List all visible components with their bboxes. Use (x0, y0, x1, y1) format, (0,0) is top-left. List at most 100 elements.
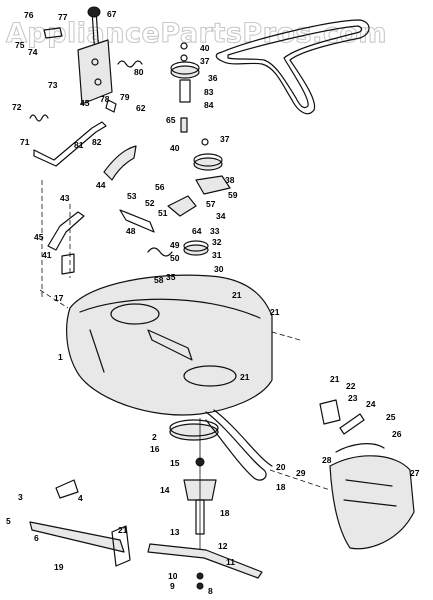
watermark-text: AppliancePartsPros.com (6, 18, 387, 49)
belt-loop-icon (215, 19, 370, 115)
callout-80: 80 (134, 67, 144, 77)
callout-21-e: 21 (118, 525, 128, 535)
callout-22: 22 (346, 381, 356, 391)
callout-31: 31 (212, 250, 222, 260)
callout-9: 9 (170, 581, 175, 591)
callout-73: 73 (48, 80, 58, 90)
callout-40-b: 40 (170, 143, 180, 153)
callout-43: 43 (60, 193, 70, 203)
callout-16: 16 (150, 444, 160, 454)
callout-labels: 76 77 67 75 74 40 37 80 36 73 83 79 78 6… (6, 9, 420, 596)
callout-37: 37 (200, 56, 210, 66)
callout-12: 12 (218, 541, 228, 551)
callout-50: 50 (170, 253, 180, 263)
callout-5: 5 (6, 516, 11, 526)
callout-21-b: 21 (270, 307, 280, 317)
callout-15: 15 (170, 458, 180, 468)
callout-72: 72 (12, 102, 22, 112)
callout-14: 14 (160, 485, 170, 495)
lever-knob-icon (87, 6, 101, 18)
callout-26: 26 (392, 429, 402, 439)
callout-1: 1 (58, 352, 63, 362)
callout-81: 81 (74, 140, 84, 150)
mower-deck-icon (66, 274, 273, 416)
callout-11: 11 (226, 557, 235, 567)
callout-34: 34 (216, 211, 226, 221)
pulley-icon (193, 157, 223, 171)
mower-blade-icon (147, 543, 263, 579)
callout-40: 40 (200, 43, 210, 53)
callout-21-c: 21 (240, 372, 250, 382)
idler-bracket-icon (167, 195, 197, 217)
callout-10: 10 (168, 571, 178, 581)
callout-45-b: 45 (34, 232, 44, 242)
callout-38: 38 (225, 175, 235, 185)
callout-82: 82 (92, 137, 102, 147)
callout-24: 24 (366, 399, 376, 409)
callout-44: 44 (96, 180, 106, 190)
callout-56: 56 (155, 182, 165, 192)
callout-45: 45 (80, 98, 90, 108)
callout-76: 76 (24, 10, 34, 20)
callout-18-b: 18 (220, 508, 230, 518)
callout-64: 64 (192, 226, 202, 236)
callout-32: 32 (212, 237, 222, 247)
callout-17: 17 (54, 293, 64, 303)
washer-icon (196, 572, 204, 580)
spindle-pulley-icon (169, 423, 219, 441)
pulley-icon (183, 244, 209, 256)
callout-79: 79 (120, 92, 130, 102)
callout-4: 4 (78, 493, 83, 503)
callout-48: 48 (126, 226, 136, 236)
callout-84: 84 (204, 100, 214, 110)
callout-78: 78 (100, 94, 110, 104)
callout-27: 27 (410, 468, 420, 478)
callout-74: 74 (28, 47, 38, 57)
callout-13: 13 (170, 527, 180, 537)
callout-21-d: 21 (330, 374, 340, 384)
callout-57: 57 (206, 199, 216, 209)
callout-77: 77 (58, 12, 68, 22)
callout-41: 41 (42, 250, 52, 260)
callout-37-b: 37 (220, 134, 230, 144)
callout-30: 30 (214, 264, 224, 274)
belt-icon (205, 411, 267, 481)
callout-62: 62 (136, 103, 146, 113)
callout-58: 58 (154, 275, 164, 285)
callout-18-a: 18 (276, 482, 286, 492)
callout-29: 29 (296, 468, 306, 478)
pulley-icon (170, 65, 200, 79)
callout-51: 51 (158, 208, 168, 218)
callout-59: 59 (228, 190, 238, 200)
parts-artwork (29, 6, 415, 590)
callout-3: 3 (18, 492, 23, 502)
spring-icon (29, 114, 49, 122)
callout-8: 8 (208, 586, 213, 596)
callout-21-a: 21 (232, 290, 242, 300)
callout-53: 53 (127, 191, 137, 201)
lift-arm-icon (47, 211, 85, 251)
belt-guard-icon (103, 145, 137, 181)
discharge-chute-icon (329, 455, 415, 550)
callout-36: 36 (208, 73, 218, 83)
callout-65: 65 (166, 115, 176, 125)
callout-83: 83 (204, 87, 214, 97)
callout-28: 28 (322, 455, 332, 465)
callout-6: 6 (34, 533, 39, 543)
callout-19: 19 (54, 562, 64, 572)
link-rod-icon (33, 121, 107, 167)
callout-71: 71 (20, 137, 30, 147)
callout-20: 20 (276, 462, 286, 472)
callout-2: 2 (152, 432, 157, 442)
callout-33: 33 (210, 226, 220, 236)
bracket-plate-icon (77, 39, 113, 105)
callout-35: 35 (166, 272, 176, 282)
callout-75: 75 (15, 40, 25, 50)
callout-67: 67 (107, 9, 117, 19)
callout-25: 25 (386, 412, 396, 422)
stabilizer-bar-icon (29, 521, 125, 553)
callout-49: 49 (170, 240, 180, 250)
callout-23: 23 (348, 393, 358, 403)
callout-52: 52 (145, 198, 155, 208)
